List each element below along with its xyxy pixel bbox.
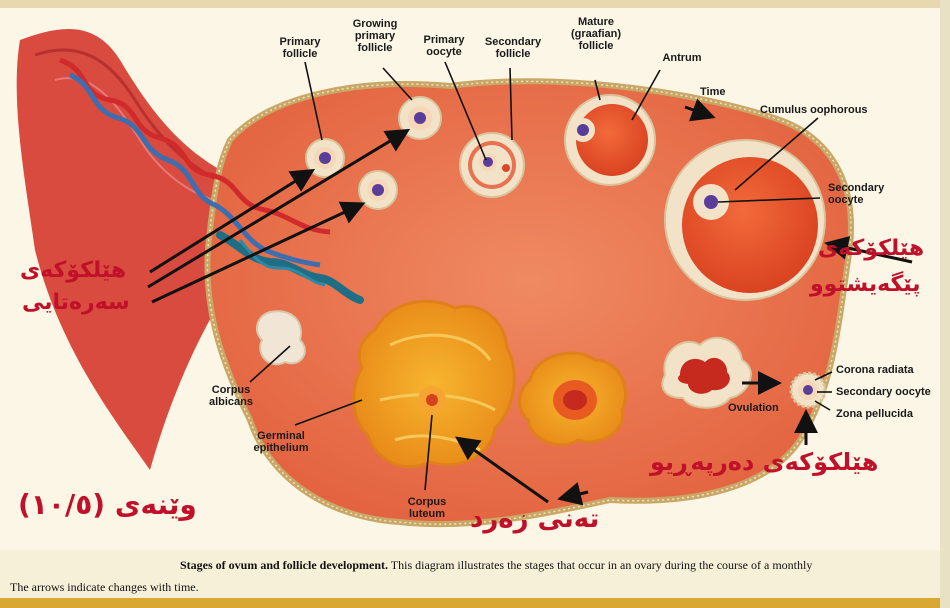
label-time-top: Time: [700, 86, 725, 98]
figure-number: وێنەی (١٠/٥): [18, 488, 197, 521]
kurdish-corpus-luteum: تەنی زەرد: [470, 504, 599, 534]
mature-follicle: [565, 95, 655, 185]
label-antrum: Antrum: [652, 52, 712, 64]
kurdish-egg-cell-right: هێلکۆکەی: [818, 236, 924, 261]
kurdish-egg-cell-left: هێلکۆکەی: [20, 258, 126, 283]
growing-primary-follicle-2: [359, 171, 397, 209]
label-ovulation: Ovulation: [728, 402, 779, 414]
label-mature-follicle: Mature (graafian) follicle: [560, 16, 632, 52]
corpus-luteum-large: [354, 301, 515, 467]
kurdish-primary: سەرەتایی: [22, 290, 130, 315]
label-germinal-epithelium: Germinal epithelium: [246, 430, 316, 454]
label-corpus-luteum: Corpus luteum: [392, 496, 462, 520]
label-zona-pellucida: Zona pellucida: [836, 408, 913, 420]
label-primary-follicle: Primary follicle: [262, 36, 338, 60]
graafian-follicle: [665, 140, 825, 300]
label-corona-radiata: Corona radiata: [836, 364, 914, 376]
caption-line1: This diagram illustrates the stages that…: [388, 558, 812, 572]
corpus-albicans: [257, 311, 305, 364]
secondary-follicle: [460, 133, 524, 197]
label-secondary-oocyte-bottom: Secondary oocyte: [836, 386, 931, 398]
caption-title: Stages of ovum and follicle development.: [180, 558, 388, 572]
corpus-luteum-small: [520, 353, 626, 445]
label-growing-primary-follicle: Growing primary follicle: [340, 18, 410, 54]
label-cumulus-oophorous: Cumulus oophorous: [760, 104, 868, 116]
figure-caption-line2: The arrows indicate changes with time.: [10, 580, 199, 595]
label-corpus-albicans: Corpus albicans: [196, 384, 266, 408]
label-secondary-follicle: Secondary follicle: [478, 36, 548, 60]
kurdish-mature: پێگەیشتوو: [810, 272, 920, 297]
label-primary-oocyte: Primary oocyte: [412, 34, 476, 58]
kurdish-released-egg: هێلکۆکەی دەرپەڕیو: [650, 448, 878, 476]
figure-caption: Stages of ovum and follicle development.…: [180, 558, 812, 573]
label-secondary-oocyte-top: Secondary oocyte: [828, 182, 884, 206]
